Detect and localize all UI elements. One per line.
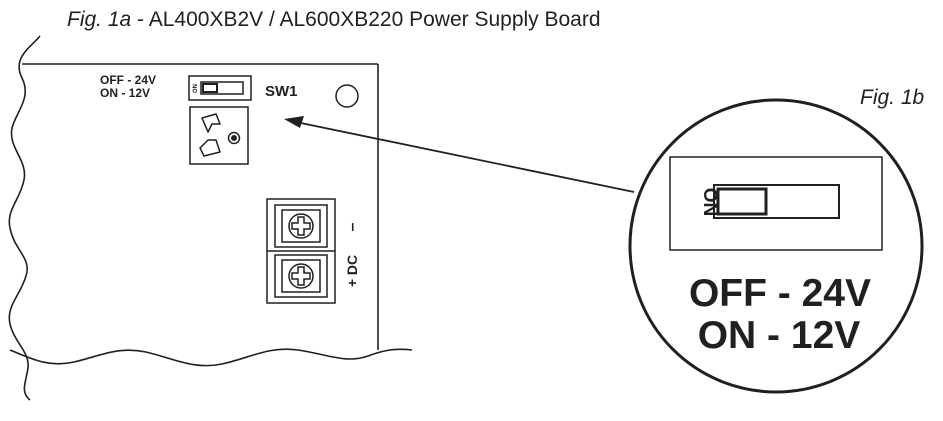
fig1b-legend-on-12v: ON - 12V: [698, 314, 861, 357]
terminal-top-screw-slot: [291, 216, 311, 236]
fig1b-label: Fig. 1b: [860, 86, 925, 109]
board-legend-on-12v: ON - 12V: [100, 86, 150, 100]
board-left-wavy-edge: [8, 35, 41, 401]
pot-arrow-lower: [199, 139, 221, 157]
sw1-name-label: SW1: [265, 83, 298, 100]
fig1a-caption: Fig. 1a - AL400XB2V / AL600XB220 Power S…: [67, 8, 601, 31]
sw1-on-label: ON: [193, 84, 199, 93]
board-bottom-wavy-edge: [9, 348, 413, 367]
pot-housing: [189, 106, 249, 165]
terminal-minus-label: –: [344, 222, 361, 231]
pot-dial-inner: [231, 135, 237, 141]
dip-switch-icon: [188, 75, 252, 101]
pot-arrow-upper: [201, 113, 221, 133]
potentiometer-icon: [189, 106, 249, 165]
callout-arrow-shaft: [295, 121, 635, 193]
terminal-bottom-screw-slot: [291, 266, 311, 286]
fig1b-switch: [669, 156, 883, 251]
board-outline: [8, 35, 413, 401]
pot-dial-outer: [227, 131, 241, 145]
sw1-actuator: [202, 83, 218, 93]
screw-terminal-icon: [266, 198, 336, 304]
fig1a-label: Fig. 1a: [67, 8, 131, 31]
fig1b-on-label: ON: [699, 188, 720, 217]
fig1b-legend-off-24v: OFF - 24V: [689, 272, 871, 315]
callout-arrow-head: [284, 116, 304, 128]
callout-arrow-icon: [284, 116, 635, 193]
board-legend-off-24v: OFF - 24V: [100, 73, 156, 87]
terminal-dc-label: + DC: [344, 255, 360, 287]
fig1a-title: AL400XB2V / AL600XB220 Power Supply Boar…: [149, 8, 601, 31]
sw1-slot: [200, 81, 244, 95]
fig1a-separator: -: [131, 8, 149, 31]
sw1-housing: [188, 75, 252, 101]
fig1b-switch-actuator: [716, 187, 768, 216]
mounting-hole-icon: [335, 84, 359, 108]
